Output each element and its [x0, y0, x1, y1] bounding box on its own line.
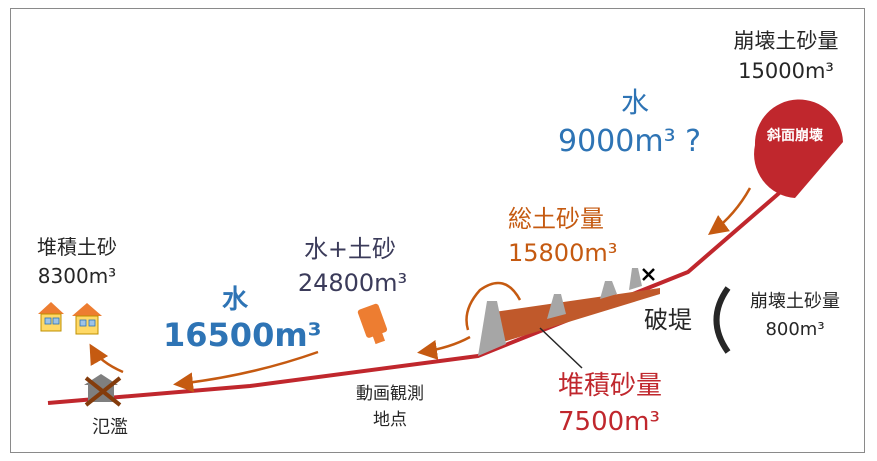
- mixture-label: 水+土砂: [303, 235, 397, 263]
- downstream-deposit-value: 8300m³: [37, 264, 117, 288]
- house-icon: [72, 303, 102, 335]
- lower-water-value: 16500m³: [163, 316, 322, 354]
- sediment-deposit-area: [494, 288, 660, 343]
- collapse-volume-value: 15000m³: [738, 59, 834, 83]
- observation-point-line2: 地点: [373, 410, 407, 430]
- house-icon: [38, 302, 64, 332]
- upper-water-label: 水: [620, 86, 649, 119]
- check-dam-4: [629, 268, 642, 290]
- flow-arrow-lower: [173, 350, 319, 393]
- check-dam-2: [547, 294, 566, 319]
- slope-collapse-shape: [754, 99, 843, 198]
- collapse-volume-title: 崩壊土砂量: [733, 29, 839, 53]
- deposit-pointer-line: [539, 327, 583, 369]
- camera-icon: [357, 303, 388, 345]
- flood-label: 氾濫: [92, 417, 128, 438]
- total-sediment-value: 15800m³: [508, 239, 618, 267]
- mixture-value: 24800m³: [297, 269, 408, 297]
- observation-point-line1: 動画観測: [356, 384, 424, 404]
- breach-bracket: [713, 286, 731, 354]
- slope-collapse-label: 斜面崩壊: [767, 128, 823, 144]
- flow-arrow-loop: [465, 281, 522, 331]
- flooded-house-icon: [84, 374, 122, 407]
- flow-arrow-to-observation: [417, 335, 471, 360]
- check-dam-3: [600, 281, 617, 299]
- lower-water-label: 水: [221, 285, 248, 315]
- breach-x-icon: [642, 268, 655, 281]
- deposit-label: 堆積砂量: [558, 371, 663, 401]
- deposit-value: 7500m³: [558, 407, 660, 437]
- breach-volume-title: 崩壊土砂量: [750, 291, 840, 312]
- downstream-deposit-label: 堆積土砂: [37, 235, 117, 259]
- check-dam-1: [478, 301, 506, 356]
- diagram-frame: [10, 8, 865, 453]
- flow-arrow-flood: [89, 343, 124, 374]
- total-sediment-label: 総土砂量: [508, 205, 604, 233]
- breach-volume-value: 800m³: [765, 319, 825, 340]
- breach-label: 破堤: [644, 306, 692, 334]
- upper-water-value: 9000m³ ?: [558, 124, 702, 159]
- flow-arrow-collapse: [707, 187, 752, 235]
